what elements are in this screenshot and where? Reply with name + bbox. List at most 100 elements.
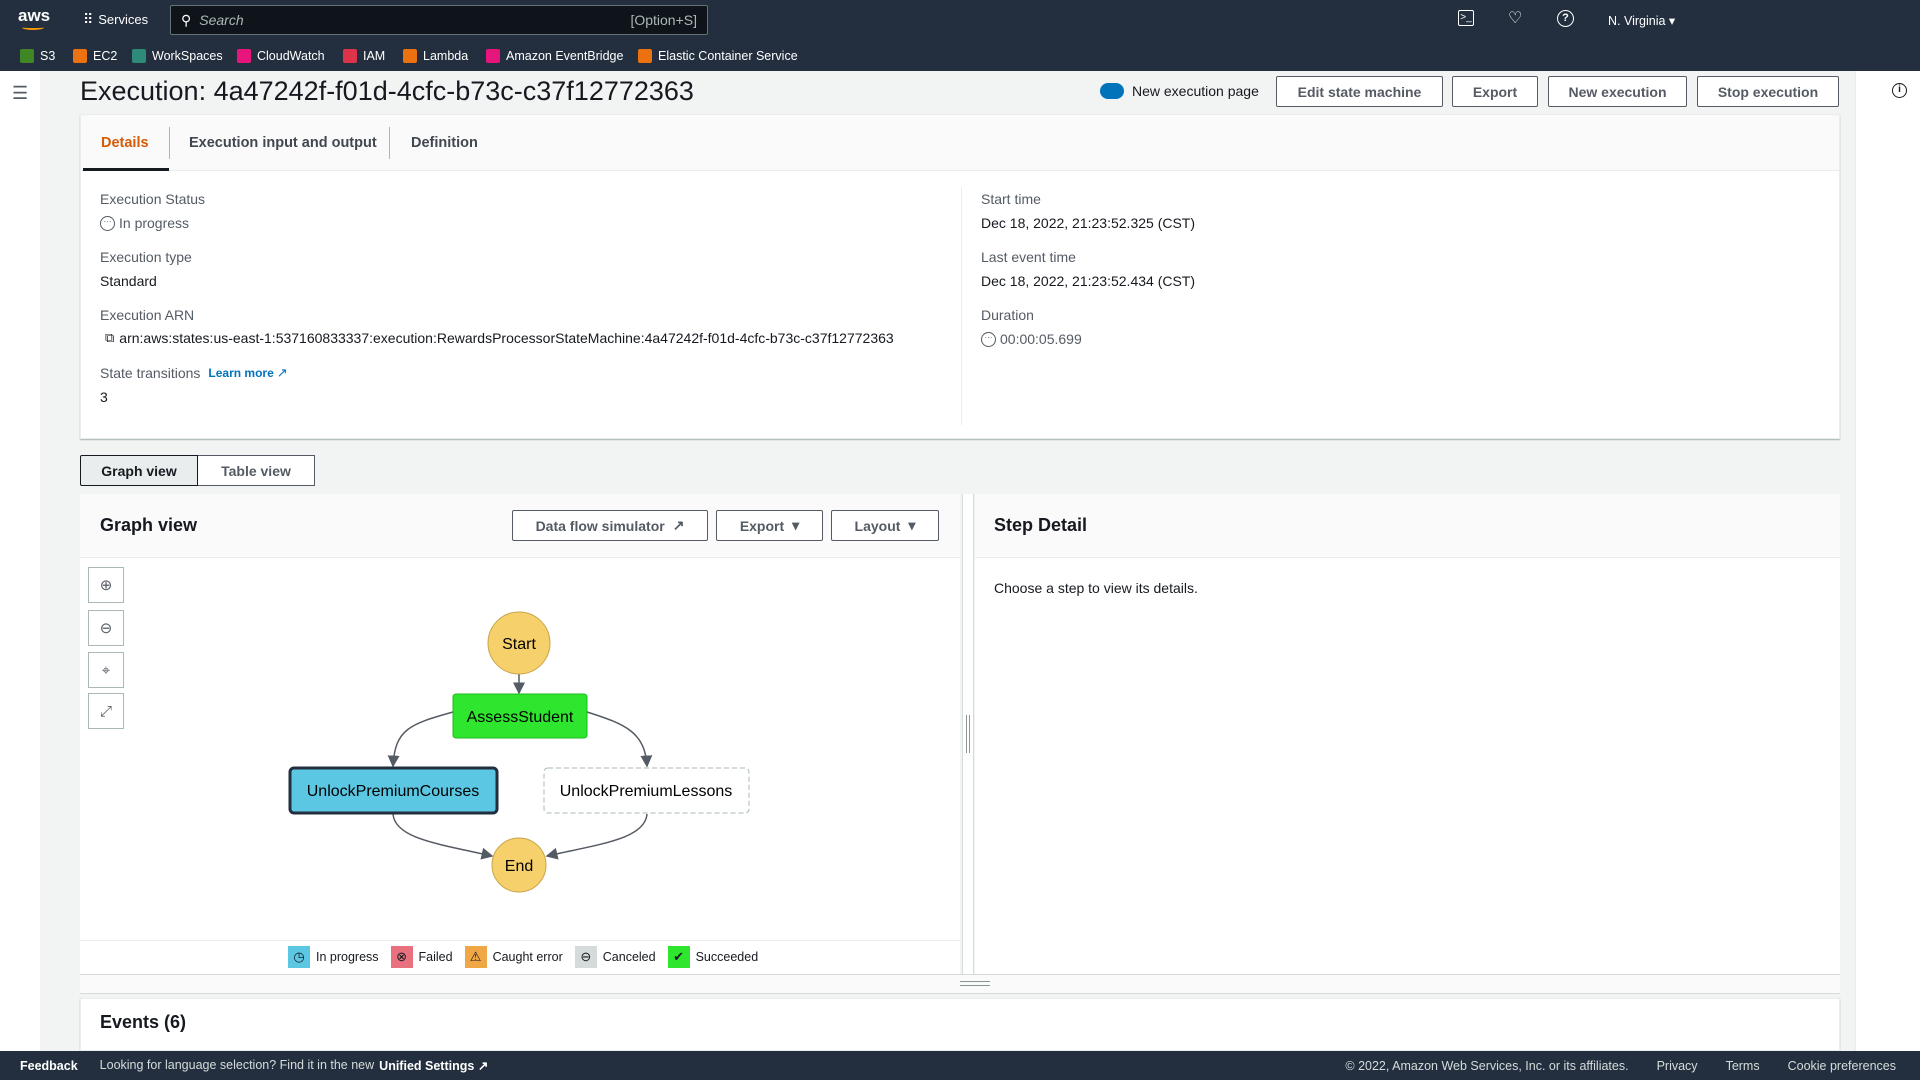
favorite-label: IAM	[363, 49, 386, 63]
tab-details[interactable]: Details	[101, 135, 149, 151]
graph-panel: Graph view Data flow simulator↗ Export▾ …	[80, 494, 960, 974]
cloudshell-icon[interactable]: >_	[1458, 10, 1474, 26]
service-icon	[403, 49, 417, 63]
in-progress-icon: ···	[981, 331, 996, 347]
copy-icon[interactable]: ⧉	[105, 330, 115, 345]
horizontal-resize-handle[interactable]	[80, 974, 1840, 994]
unlock-premium-courses-node[interactable]	[288, 766, 499, 815]
events-container: Events (6)	[80, 998, 1840, 1051]
last-event-time-value: Dec 18, 2022, 21:23:52.434 (CST)	[981, 273, 1196, 289]
fit-icon[interactable]: ⤢	[88, 693, 124, 729]
step-detail-title: Step Detail	[994, 515, 1088, 535]
external-link-icon: ↗	[477, 1059, 489, 1073]
service-icon	[132, 49, 146, 63]
learn-more-link[interactable]: Learn more	[208, 366, 274, 380]
center-icon[interactable]: ⌖	[88, 652, 124, 688]
favorite-ec2[interactable]: EC2	[73, 47, 117, 65]
tab-divider	[389, 127, 390, 159]
language-notice: Looking for language selection? Find it …	[100, 1058, 489, 1073]
stop-execution-button[interactable]: Stop execution	[1697, 76, 1839, 107]
edit-state-machine-button[interactable]: Edit state machine	[1276, 76, 1443, 107]
favorite-amazon-eventbridge[interactable]: Amazon EventBridge	[486, 47, 623, 65]
search-input[interactable]	[199, 12, 631, 28]
zoom-out-icon[interactable]: ⊖	[88, 610, 124, 646]
table-view-toggle[interactable]: Table view	[198, 455, 315, 486]
info-icon[interactable]: i	[1892, 83, 1907, 98]
assess-student-node[interactable]	[452, 693, 588, 739]
edge-assess-lessons	[586, 711, 653, 768]
favorite-cloudwatch[interactable]: CloudWatch	[237, 47, 325, 65]
services-menu[interactable]: ⠿ Services	[83, 11, 148, 28]
service-icon	[20, 49, 34, 63]
service-icon	[486, 49, 500, 63]
legend-canceled: ⊖Canceled	[574, 946, 656, 968]
favorite-s3[interactable]: S3	[20, 47, 55, 65]
start-node[interactable]	[487, 611, 551, 675]
favorite-label: WorkSpaces	[152, 49, 223, 63]
grid-icon: ⠿	[83, 11, 93, 27]
left-sidebar: ☰	[0, 71, 40, 1051]
favorite-lambda[interactable]: Lambda	[403, 47, 468, 65]
simulator-label: Data flow simulator	[535, 517, 665, 534]
execution-type-value: Standard	[100, 273, 157, 289]
graph-export-button[interactable]: Export▾	[716, 510, 823, 541]
end-node-label: End	[505, 858, 533, 875]
favorite-label: S3	[40, 49, 56, 63]
unified-settings-link[interactable]: Unified Settings ↗	[379, 1058, 488, 1073]
data-flow-simulator-button[interactable]: Data flow simulator↗	[512, 510, 708, 541]
page-title: Execution: 4a47242f-f01d-4cfc-b73c-c37f1…	[80, 76, 694, 106]
favorite-workspaces[interactable]: WorkSpaces	[132, 47, 223, 65]
horizontal-grip-icon[interactable]	[960, 981, 990, 986]
start-time-value: Dec 18, 2022, 21:23:52.325 (CST)	[981, 215, 1196, 231]
search-icon: ⚲	[181, 11, 192, 28]
region-selector[interactable]: N. Virginia ▾	[1608, 14, 1676, 28]
help-icon[interactable]: ?	[1557, 10, 1574, 27]
footer-right: © 2022, Amazon Web Services, Inc. or its…	[1345, 1051, 1896, 1080]
service-icon	[237, 49, 251, 63]
export-execution-button[interactable]: Export	[1452, 76, 1538, 107]
favorite-elastic-container-service[interactable]: Elastic Container Service	[638, 47, 798, 65]
warning-icon: ⚠	[464, 946, 487, 968]
aws-smile-logo	[22, 25, 44, 30]
unified-settings-label: Unified Settings	[379, 1059, 475, 1073]
vertical-grip-icon[interactable]	[966, 715, 970, 753]
new-execution-button[interactable]: New execution	[1548, 76, 1687, 107]
search-box[interactable]: ⚲ [Option+S]	[170, 5, 708, 35]
copyright-text: © 2022, Amazon Web Services, Inc. or its…	[1345, 1058, 1629, 1073]
cookie-preferences-link[interactable]: Cookie preferences	[1787, 1058, 1896, 1073]
state-transitions-value: 3	[100, 389, 108, 405]
region-label: N. Virginia	[1608, 14, 1666, 28]
new-execution-page-toggle[interactable]: New execution page	[1100, 83, 1259, 99]
caret-down-icon: ▾	[908, 517, 916, 533]
legend-label: Caught error	[492, 950, 563, 964]
external-link-icon[interactable]: ↗	[276, 365, 288, 380]
end-node[interactable]	[491, 837, 547, 893]
unlock-premium-lessons-node[interactable]	[543, 767, 750, 814]
tab-definition[interactable]: Definition	[411, 135, 478, 151]
panel-resize-handle[interactable]	[962, 494, 974, 974]
tab-execution-input-output[interactable]: Execution input and output	[189, 135, 377, 151]
zoom-in-icon[interactable]: ⊕	[88, 567, 124, 603]
top-navigation: aws ⠿ Services ⚲ [Option+S] >_ ♡ ? N. Vi…	[0, 0, 1920, 71]
footer-left: Feedback Looking for language selection?…	[20, 1051, 488, 1080]
search-shortcut: [Option+S]	[630, 12, 697, 28]
hamburger-menu-icon[interactable]: ☰	[12, 83, 29, 103]
toggle-switch[interactable]	[1100, 83, 1124, 99]
status-text: In progress	[119, 215, 190, 231]
graph-view-toggle[interactable]: Graph view	[80, 455, 198, 486]
privacy-link[interactable]: Privacy	[1656, 1058, 1698, 1073]
aws-logo[interactable]: aws	[18, 6, 51, 25]
layout-button[interactable]: Layout▾	[831, 510, 939, 541]
favorite-iam[interactable]: IAM	[343, 47, 385, 65]
step-detail-empty-text: Choose a step to view its details.	[994, 580, 1198, 596]
step-detail-panel: Step Detail Choose a step to view its de…	[975, 494, 1840, 974]
favorite-label: Elastic Container Service	[658, 49, 798, 63]
caret-down-icon: ▾	[792, 517, 800, 533]
favorite-label: Lambda	[423, 49, 469, 63]
terms-link[interactable]: Terms	[1725, 1058, 1760, 1073]
execution-type-label: Execution type	[100, 249, 192, 265]
x-circle-icon: ⊗	[390, 946, 413, 968]
feedback-link[interactable]: Feedback	[20, 1058, 78, 1073]
service-icon	[343, 49, 357, 63]
bell-icon[interactable]: ♡	[1508, 10, 1523, 27]
